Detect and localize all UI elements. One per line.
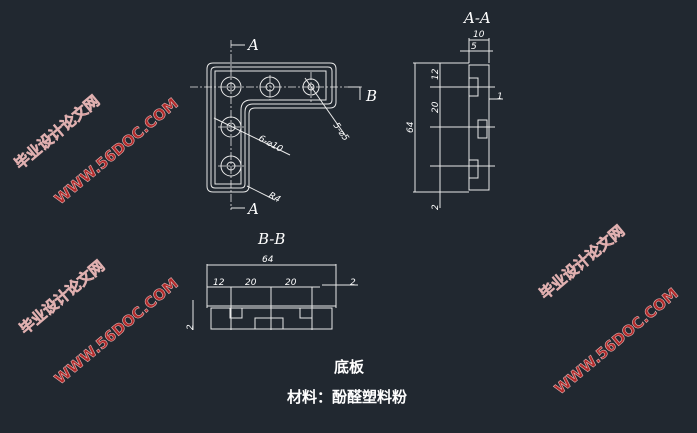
hole-label-large: 6-⌀10 [257, 134, 285, 155]
dim-aa-step: 5 [471, 42, 477, 52]
plan-view: A A B 5-⌀5 6-⌀10 R4 [190, 36, 377, 218]
section-bb: B-B 64 12 20 20 2 2 [186, 230, 358, 330]
dim-bb-height: 2 [186, 324, 196, 330]
section-aa: A-A 10 5 12 20 64 2 1 [406, 9, 503, 210]
section-mark-b: B [365, 87, 377, 105]
dim-bb-first: 12 [213, 278, 225, 288]
section-mark-a-bottom: A [246, 200, 259, 218]
watermark-cn-3: 毕业设计论文网 [536, 222, 628, 303]
watermark-cn-1: 毕业设计论文网 [11, 92, 103, 173]
dim-aa-top: 12 [431, 68, 441, 80]
material-label: 材料：酚醛塑料粉 [287, 388, 407, 406]
watermark-cn-2: 毕业设计论文网 [16, 257, 108, 338]
plate-outline [206, 62, 337, 193]
section-aa-title: A-A [462, 9, 491, 27]
dim-bb-overall: 64 [262, 255, 274, 265]
part-name: 底板 [334, 358, 365, 376]
dim-aa-width: 10 [473, 30, 485, 40]
dim-aa-mid: 20 [431, 101, 441, 113]
dim-aa-side: 1 [497, 92, 503, 102]
hole-label-small: 5-⌀5 [331, 121, 351, 143]
dim-bb-second: 20 [245, 278, 257, 288]
radius-label: R4 [267, 191, 283, 206]
dim-bb-edge: 2 [350, 278, 356, 288]
section-bb-title: B-B [257, 230, 285, 248]
section-mark-a-top: A [246, 36, 259, 54]
dim-aa-overall: 64 [406, 121, 416, 133]
watermark-url-3: WWW.56DOC.COM [551, 284, 682, 398]
plate-inner-outline [210, 66, 333, 189]
dim-bb-third: 20 [285, 278, 297, 288]
dim-aa-bottom: 2 [431, 204, 441, 210]
